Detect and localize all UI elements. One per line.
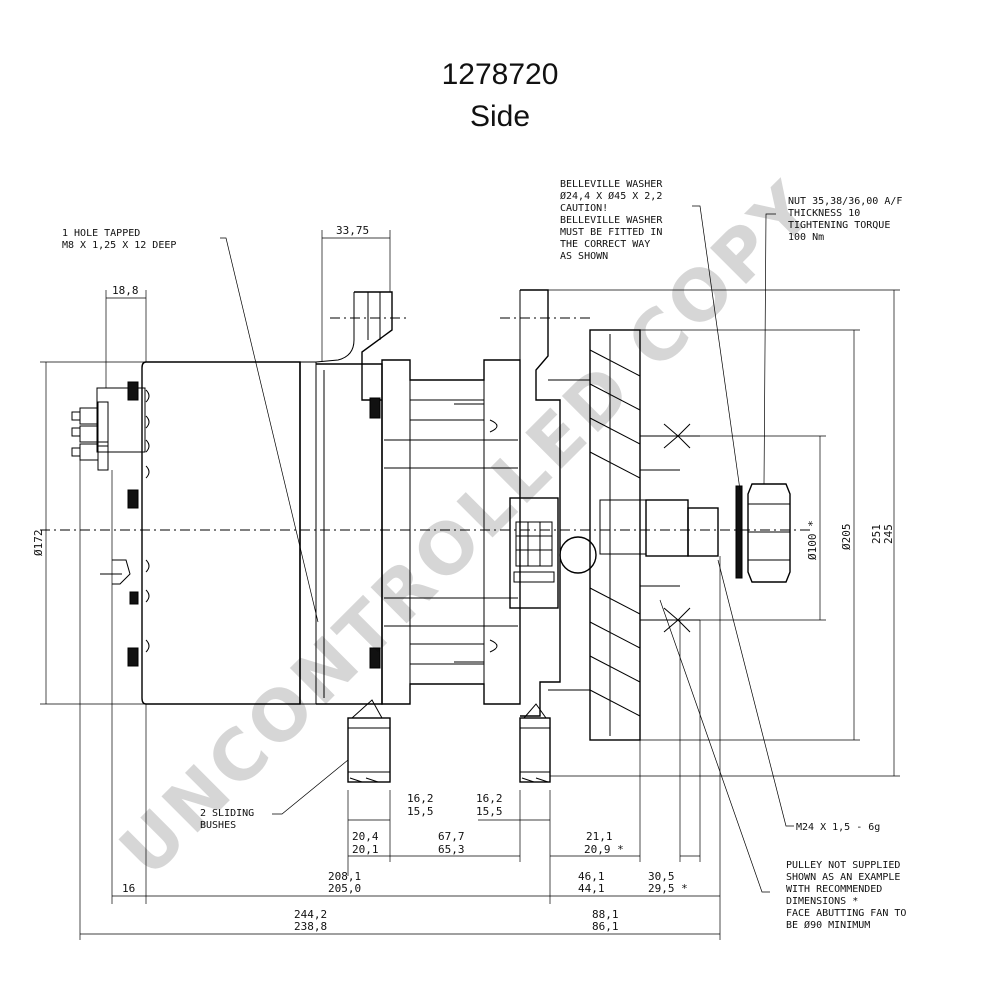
pulley-note-line-2: SHOWN AS AN EXAMPLE (786, 872, 900, 883)
nut-note-line-2: THICKNESS 10 (788, 208, 860, 219)
nut-note-line-1: NUT 35,38/36,00 A/F (788, 196, 902, 207)
bushes-note-line-1: 2 SLIDING (200, 808, 254, 819)
part-number-title: 1278720 (441, 58, 559, 91)
dim-33-75: 33,75 (336, 224, 369, 237)
dim-21-1: 21,1 (586, 830, 613, 843)
dim-29-5: 29,5 * (648, 882, 688, 895)
pulley (640, 423, 700, 633)
dim-46-1: 46,1 (578, 870, 605, 883)
dim-bush-left-top: 16,2 (407, 792, 434, 805)
leader-lines (220, 205, 794, 893)
dim-88-1: 88,1 (592, 908, 619, 921)
dim-bush-right-top: 16,2 (476, 792, 503, 805)
dim-251: 251 (870, 524, 883, 544)
dimension-lines (40, 230, 900, 940)
pulley-note-line-1: PULLEY NOT SUPPLIED (786, 860, 900, 871)
dim-bush-right-bot: 15,5 (476, 805, 503, 818)
dim-20-9: 20,9 * (584, 843, 624, 856)
washer-note-line-3: CAUTION! (560, 203, 608, 214)
dim-86-1: 86,1 (592, 920, 619, 933)
view-title: Side (469, 100, 531, 133)
top-mounting-ear (315, 291, 410, 401)
dim-dia-100: Ø100 * (806, 520, 819, 560)
dim-bush-left-bot: 15,5 (407, 805, 434, 818)
pulley-note-line-3: WITH RECOMMENDED (786, 884, 882, 895)
dim-20-4: 20,4 (352, 830, 379, 843)
dim-20-1: 20,1 (352, 843, 379, 856)
washer-note-line-7: AS SHOWN (560, 251, 608, 262)
dim-245: 245 (882, 524, 895, 544)
annotation-text: 1 HOLE TAPPED M8 X 1,25 X 12 DEEP BELLEV… (62, 179, 906, 931)
stator-body (369, 359, 521, 705)
uncontrolled-copy-watermark: UNCONTROLLED COPY (104, 165, 831, 892)
hole-note-line-1: 1 HOLE TAPPED (62, 228, 140, 239)
dim-67-7: 67,7 (438, 830, 465, 843)
pulley-note-line-6: BE Ø90 MINIMUM (786, 919, 870, 931)
shaft-and-nut (645, 483, 791, 583)
nut-note-line-3: TIGHTENING TORQUE (788, 220, 890, 231)
hole-note-line-2: M8 X 1,25 X 12 DEEP (62, 240, 176, 251)
dim-238-8: 238,8 (294, 920, 327, 933)
connector-block (509, 497, 597, 609)
washer-note-line-2: Ø24,4 X Ø45 X 2,2 (560, 190, 662, 202)
washer-note-line-6: THE CORRECT WAY (560, 239, 650, 250)
dim-65-3: 65,3 (438, 843, 465, 856)
dim-dia-172: Ø172 (32, 530, 45, 557)
dim-244-2: 244,2 (294, 908, 327, 921)
dim-16: 16 (122, 882, 135, 895)
thread-note: M24 X 1,5 - 6g (796, 822, 880, 833)
cooling-fan (589, 329, 647, 741)
dim-18-8: 18,8 (112, 284, 139, 297)
dim-44-1: 44,1 (578, 882, 605, 895)
terminal-studs (71, 381, 150, 667)
dimension-text: 33,75 18,8 Ø172 Ø100 * Ø205 251 245 16,2… (32, 224, 895, 933)
drive-end-housing (500, 289, 590, 717)
pulley-note-line-5: FACE ABUTTING FAN TO (786, 908, 906, 919)
washer-note-line-1: BELLEVILLE WASHER (560, 179, 663, 190)
nut-note-line-4: 100 Nm (788, 232, 824, 243)
pulley-note-line-4: DIMENSIONS * (786, 896, 858, 907)
dim-208-1: 208,1 (328, 870, 361, 883)
bushes-note-line-2: BUSHES (200, 820, 236, 831)
dim-30-5: 30,5 (648, 870, 675, 883)
washer-note-line-4: BELLEVILLE WASHER (560, 215, 663, 226)
sliding-bushes (347, 699, 551, 783)
dim-dia-205: Ø205 (840, 524, 853, 551)
dim-205-0: 205,0 (328, 882, 361, 895)
washer-note-line-5: MUST BE FITTED IN (560, 227, 662, 238)
